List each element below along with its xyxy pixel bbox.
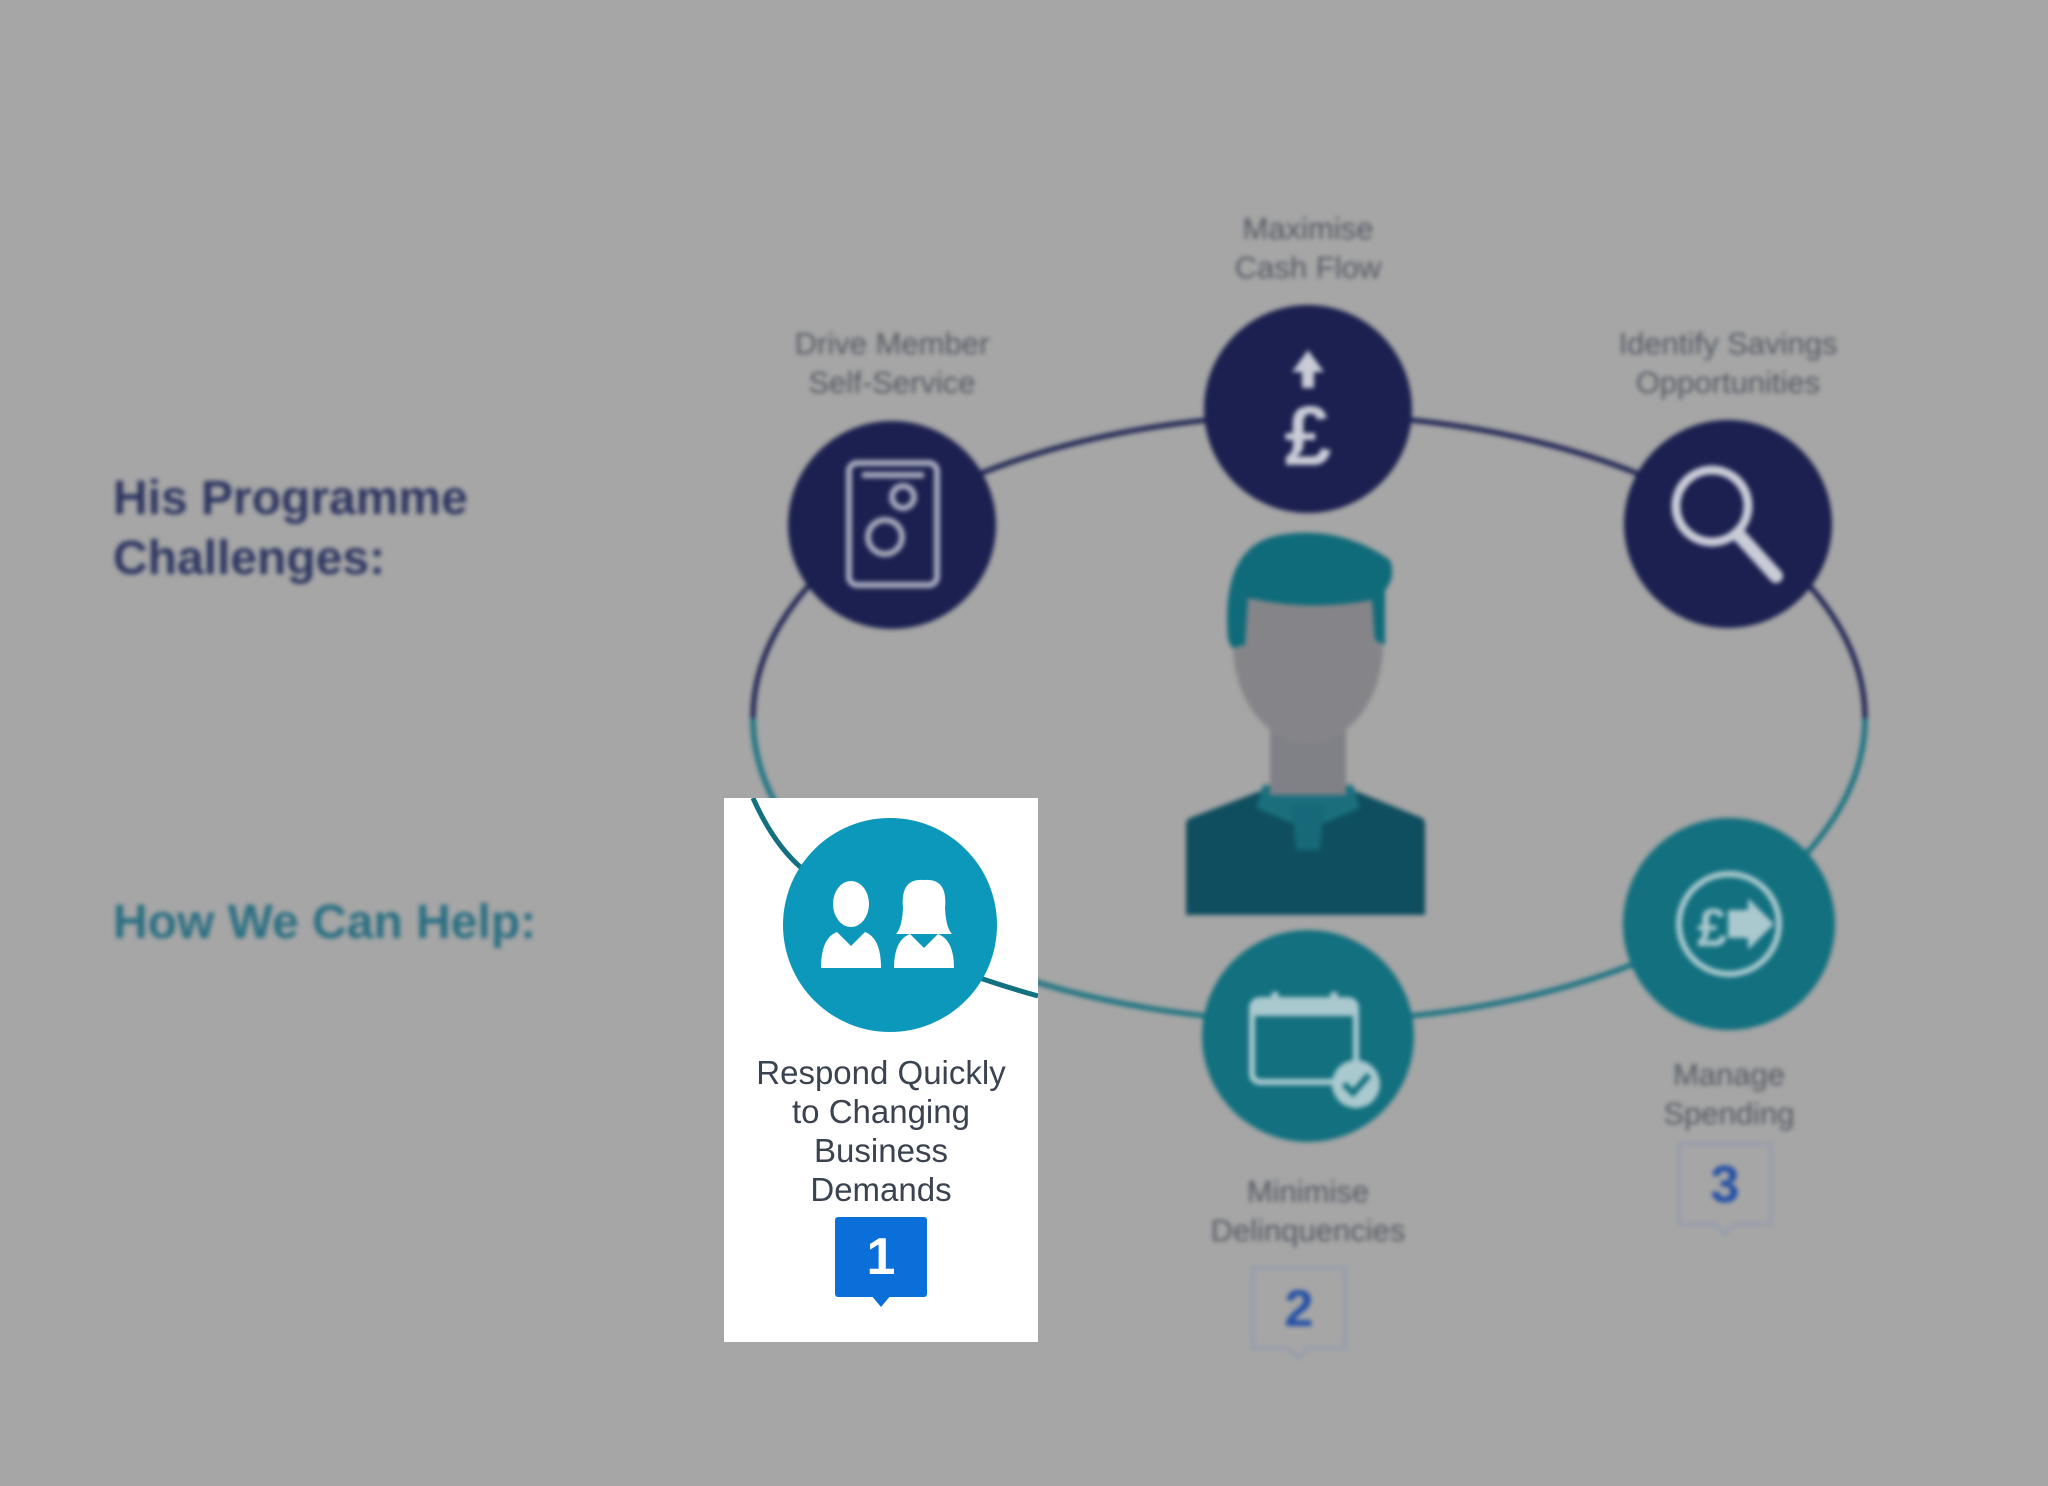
svg-text:£: £ (1697, 898, 1727, 958)
challenges-heading-line1: His Programme (113, 472, 468, 525)
number-badge-3: 3 (1678, 1143, 1772, 1236)
challenge-label-line1: Identify Savings (1619, 326, 1838, 361)
challenge-savings: Identify Savings Opportunities (1619, 326, 1838, 628)
badge-pointer (871, 1295, 891, 1307)
challenge-label-line1: Maximise (1243, 211, 1374, 246)
challenge-self-service: Drive Member Self-Service (788, 326, 996, 629)
help-label-line2: Spending (1663, 1096, 1794, 1131)
svg-text:2: 2 (1285, 1280, 1314, 1338)
challenge-label-line1: Drive Member (795, 326, 990, 361)
people-icon (821, 879, 954, 968)
help-label-line3: Business (814, 1132, 948, 1169)
number-badge-1[interactable]: 1 (835, 1217, 927, 1307)
magnifier-icon (1671, 465, 1783, 583)
svg-text:£: £ (1285, 389, 1332, 483)
help-label-line1: Manage (1673, 1057, 1785, 1092)
challenges-heading-line2: Challenges: (113, 532, 385, 585)
help-delinquencies: Minimise Delinquencies 2 (1202, 930, 1414, 1360)
spotlight-card[interactable]: Respond Quickly to Changing Business Dem… (724, 798, 1038, 1342)
svg-text:3: 3 (1711, 1156, 1740, 1214)
pound-up-arrow-icon: £ (1285, 350, 1332, 483)
person-avatar-icon (1186, 532, 1425, 915)
help-label-line4: Demands (810, 1171, 952, 1208)
tablet-gears-icon (846, 460, 940, 588)
help-heading: How We Can Help: (113, 896, 536, 949)
challenge-label-line2: Opportunities (1636, 365, 1820, 400)
help-item-label: Respond Quickly to Changing Business Dem… (724, 1053, 1038, 1209)
help-label-line1: Minimise (1247, 1174, 1369, 1209)
help-spending: £ Manage Spending 3 (1623, 818, 1835, 1236)
calendar-check-icon (1249, 992, 1380, 1108)
number-badge-value: 1 (835, 1217, 927, 1297)
challenge-label-line2: Self-Service (808, 365, 975, 400)
help-icon-circle (783, 818, 997, 1032)
pound-transfer-icon: £ (1676, 871, 1782, 977)
number-badge-2: 2 (1252, 1267, 1346, 1360)
ring-segment (973, 973, 1038, 999)
help-label-line2: to Changing (792, 1093, 970, 1130)
help-label-line1: Respond Quickly (756, 1054, 1006, 1091)
challenge-label-line2: Cash Flow (1235, 250, 1382, 285)
help-label-line2: Delinquencies (1211, 1213, 1406, 1248)
challenge-cash-flow: £ Maximise Cash Flow (1204, 211, 1412, 513)
